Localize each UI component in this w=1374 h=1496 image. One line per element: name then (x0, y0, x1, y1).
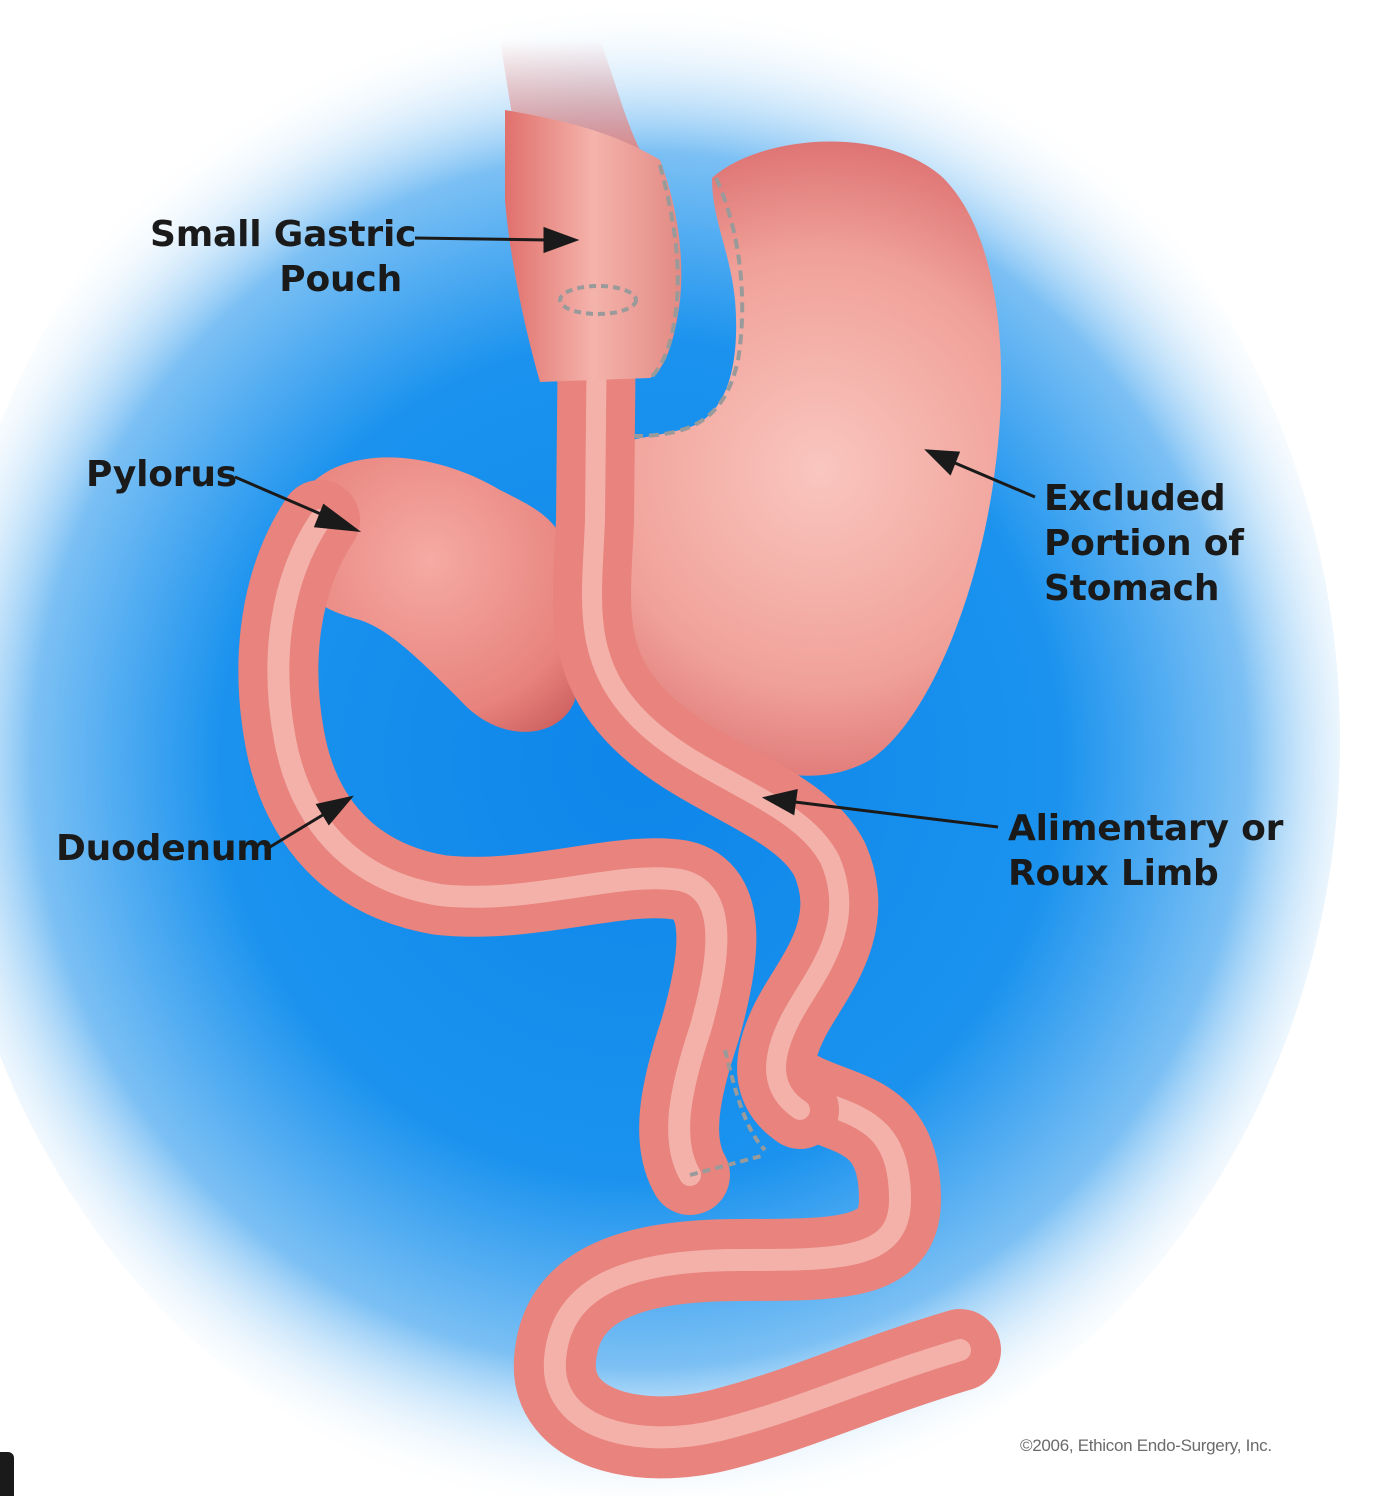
label-small-gastric-pouch-line2: Pouch (279, 259, 402, 300)
label-duodenum: Duodenum (56, 826, 274, 871)
corner-tab (0, 1452, 14, 1496)
arrowhead-excluded-stomach (924, 449, 961, 476)
label-pylorus: Pylorus (86, 452, 237, 497)
label-alimentary-line1: Alimentary or (1008, 808, 1284, 849)
label-excluded-line1: Excluded (1044, 478, 1226, 519)
label-alimentary-line2: Roux Limb (1008, 853, 1219, 894)
label-small-gastric-pouch-line1: Small Gastric (150, 214, 417, 255)
pointer-arrows (234, 226, 1036, 852)
copyright-notice: ©2006, Ethicon Endo-Surgery, Inc. (1020, 1436, 1272, 1455)
label-pylorus-text: Pylorus (86, 454, 238, 495)
jejunum-highlight (543, 1069, 971, 1449)
label-excluded-portion: Excluded Portion of Stomach (1044, 476, 1244, 611)
label-excluded-line2: Portion of (1044, 523, 1244, 564)
arrowhead-duodenum (315, 795, 354, 826)
roux-limb-highlight (582, 310, 850, 1120)
arrow-duodenum (264, 811, 327, 852)
arrowhead-small-gastric-pouch (543, 226, 580, 254)
label-alimentary-limb: Alimentary or Roux Limb (1008, 806, 1283, 896)
arrow-small-gastric-pouch (414, 236, 549, 242)
duodenum-stump-staples (689, 1049, 767, 1177)
label-small-gastric-pouch: Small Gastric Pouch (150, 212, 417, 302)
arrowhead-pylorus (313, 503, 362, 533)
stomach-staple-line (633, 177, 745, 438)
arrow-pylorus (234, 475, 331, 520)
duodenum-highlight (267, 509, 728, 1186)
arrow-excluded-stomach (954, 461, 1036, 499)
label-excluded-line3: Stomach (1044, 568, 1220, 609)
excluded-stomach (560, 141, 1002, 776)
small-gastric-pouch (505, 110, 682, 382)
label-duodenum-text: Duodenum (56, 828, 274, 869)
arrow-roux-limb (794, 800, 999, 829)
anastomosis-staples (558, 284, 638, 316)
arrowhead-roux-limb (761, 789, 798, 816)
pouch-staple-line (648, 164, 680, 380)
